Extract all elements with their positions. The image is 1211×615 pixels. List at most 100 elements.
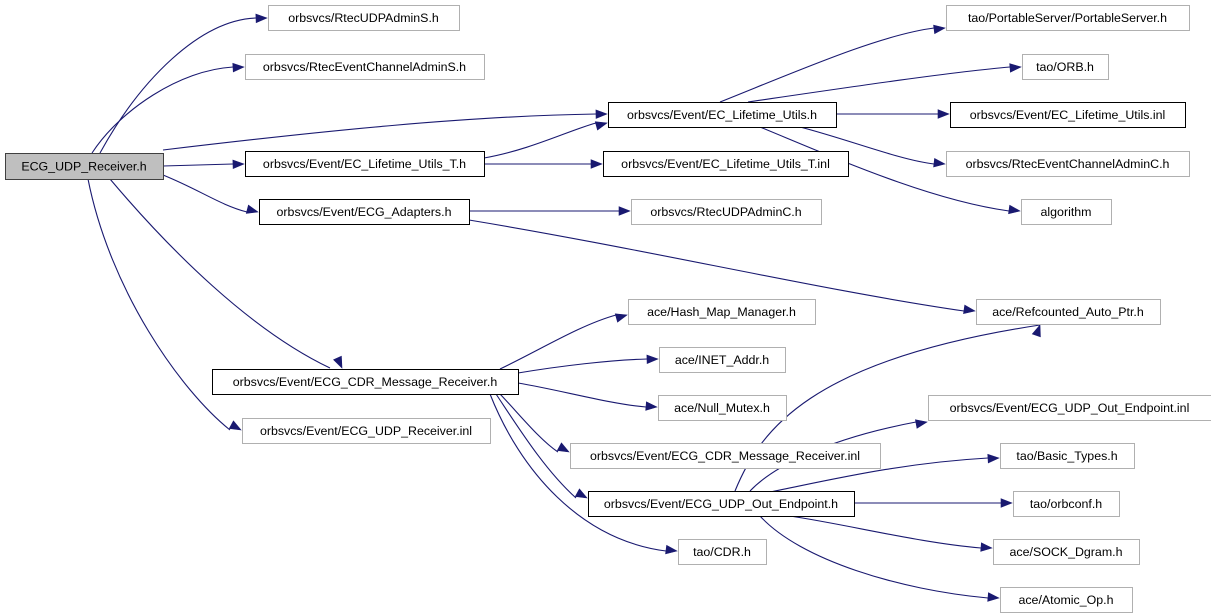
node-label: ace/Refcounted_Auto_Ptr.h xyxy=(992,305,1144,319)
arrow-head xyxy=(595,109,608,119)
node-box xyxy=(631,199,822,225)
edge-ecgadapters-to-refcounted xyxy=(468,219,965,312)
node-label: orbsvcs/RtecEventChannelAdminS.h xyxy=(263,60,466,74)
node-label: ace/Null_Mutex.h xyxy=(674,401,770,415)
node-box xyxy=(1021,199,1112,225)
node-ecgudpoutinl: orbsvcs/Event/ECG_UDP_Out_Endpoint.inl xyxy=(928,395,1211,421)
arrow-head xyxy=(232,62,245,73)
edge-root-to-eclifetimeutilst xyxy=(162,163,234,167)
node-layer: ECG_UDP_Receiver.h orbsvcs/RtecUDPAdminS.… xyxy=(5,5,1211,613)
arrow-head xyxy=(933,157,946,168)
edge-root-to-rtecudpadmins xyxy=(99,17,257,154)
node-root[interactable]: ECG_UDP_Receiver.h xyxy=(5,153,164,180)
edge-ecgcdrmsgrecv-to-inetaddr xyxy=(517,358,648,374)
node-portableserver: tao/PortableServer/PortableServer.h xyxy=(946,5,1190,31)
arrow-head xyxy=(915,419,928,429)
node-box xyxy=(570,443,881,469)
arrow-head xyxy=(574,488,588,499)
arrow-head xyxy=(1008,204,1021,215)
node-box xyxy=(588,491,855,517)
node-box xyxy=(268,5,460,31)
arrow-head xyxy=(937,109,950,119)
node-eclifetimetinl[interactable]: orbsvcs/Event/EC_Lifetime_Utils_T.inl xyxy=(603,151,849,177)
node-box xyxy=(212,369,519,395)
arrow-head xyxy=(614,313,628,323)
arrow-head xyxy=(594,121,608,131)
node-label: orbsvcs/RtecUDPAdminC.h xyxy=(650,205,801,219)
node-label: ace/SOCK_Dgram.h xyxy=(1010,545,1123,559)
edge-root-to-ecgcdrmsgrecv xyxy=(109,178,331,369)
arrow-head xyxy=(1000,498,1013,508)
node-box xyxy=(950,102,1186,128)
node-label: ECG_UDP_Receiver.h xyxy=(21,159,146,173)
edge-layer xyxy=(87,13,1041,602)
node-rteceventadminc: orbsvcs/RtecEventChannelAdminC.h xyxy=(946,151,1190,177)
node-rtecudpadminc: orbsvcs/RtecUDPAdminC.h xyxy=(631,199,822,225)
arrow-head xyxy=(590,159,603,169)
edge-root-to-eclifetimeutils xyxy=(162,113,597,151)
edge-eclifetimeutils-to-portableserver xyxy=(719,27,935,103)
arrow-head xyxy=(618,206,631,216)
edge-ecgudpout-to-basictypes xyxy=(769,457,989,493)
node-box xyxy=(658,395,787,421)
node-eclifetimeutilst[interactable]: orbsvcs/Event/EC_Lifetime_Utils_T.h xyxy=(245,151,485,177)
edge-eclifetimeutils-to-taoorb xyxy=(747,66,1011,103)
node-ecgudpout[interactable]: orbsvcs/Event/ECG_UDP_Out_Endpoint.h xyxy=(588,491,855,517)
node-eclifetimeinl[interactable]: orbsvcs/Event/EC_Lifetime_Utils.inl xyxy=(950,102,1186,128)
node-box xyxy=(245,151,485,177)
node-ecgcdrmsgrecvinl: orbsvcs/Event/ECG_CDR_Message_Receiver.i… xyxy=(570,443,881,469)
node-box xyxy=(608,102,837,128)
node-label: orbsvcs/Event/ECG_UDP_Out_Endpoint.h xyxy=(604,497,838,511)
edge-ecgcdrmsgrecv-to-hashmap xyxy=(499,314,617,370)
node-box xyxy=(659,347,786,373)
arrow-head xyxy=(665,544,678,555)
arrow-head xyxy=(228,420,242,431)
edge-eclifetimeutils-to-algorithm xyxy=(759,126,1010,212)
node-box xyxy=(928,395,1211,421)
node-ecgcdrmsgrecv[interactable]: orbsvcs/Event/ECG_CDR_Message_Receiver.h xyxy=(212,369,519,395)
node-label: tao/ORB.h xyxy=(1036,60,1094,74)
node-box xyxy=(259,199,470,225)
node-label: ace/Atomic_Op.h xyxy=(1018,593,1113,607)
node-eclifetimeutils[interactable]: orbsvcs/Event/EC_Lifetime_Utils.h xyxy=(608,102,837,128)
node-label: orbsvcs/Event/ECG_CDR_Message_Receiver.i… xyxy=(590,449,860,463)
arrow-head xyxy=(245,204,259,214)
node-box xyxy=(946,5,1190,31)
node-box xyxy=(242,418,491,444)
node-box xyxy=(1000,443,1135,469)
node-label: tao/PortableServer/PortableServer.h xyxy=(968,11,1167,25)
node-box xyxy=(1000,587,1133,613)
node-orbconf: tao/orbconf.h xyxy=(1013,491,1120,517)
edge-eclifetimeutilst-to-eclifetimeutils xyxy=(483,122,597,159)
node-box xyxy=(245,54,485,80)
node-label: orbsvcs/Event/EC_Lifetime_Utils.h xyxy=(627,108,817,122)
node-label: orbsvcs/Event/ECG_CDR_Message_Receiver.h xyxy=(233,375,498,389)
node-ecgadapters[interactable]: orbsvcs/Event/ECG_Adapters.h xyxy=(259,199,470,225)
arrow-head xyxy=(645,401,658,411)
node-algorithm: algorithm xyxy=(1021,199,1112,225)
edge-ecgcdrmsgrecv-to-ecgudpout xyxy=(495,393,577,499)
node-box xyxy=(678,539,767,565)
node-label: orbsvcs/RtecUDPAdminS.h xyxy=(288,11,439,25)
edge-root-to-ecgudprecvinl xyxy=(87,178,231,431)
node-box xyxy=(976,299,1161,325)
node-box xyxy=(1022,54,1109,80)
arrow-head xyxy=(987,453,1000,464)
arrow-head xyxy=(232,159,245,170)
arrow-head xyxy=(1009,63,1022,73)
node-label: tao/orbconf.h xyxy=(1030,497,1102,511)
node-atomicop: ace/Atomic_Op.h xyxy=(1000,587,1133,613)
arrow-head xyxy=(255,13,268,24)
node-box xyxy=(946,151,1190,177)
node-label: orbsvcs/Event/EC_Lifetime_Utils_T.inl xyxy=(621,157,830,171)
node-box xyxy=(628,299,816,325)
node-inetaddr: ace/INET_Addr.h xyxy=(659,347,786,373)
node-ecgudprecvinl: orbsvcs/Event/ECG_UDP_Receiver.inl xyxy=(242,418,491,444)
node-label: orbsvcs/Event/ECG_UDP_Out_Endpoint.inl xyxy=(950,401,1190,415)
edge-eclifetimeutils-to-rteceventadminc xyxy=(799,126,935,165)
edge-ecgcdrmsgrecv-to-ecgcdrmsgrecvinl xyxy=(499,393,559,453)
node-rteceventadmins: orbsvcs/RtecEventChannelAdminS.h xyxy=(245,54,485,80)
arrow-head xyxy=(963,304,976,315)
node-label: tao/Basic_Types.h xyxy=(1016,449,1117,463)
